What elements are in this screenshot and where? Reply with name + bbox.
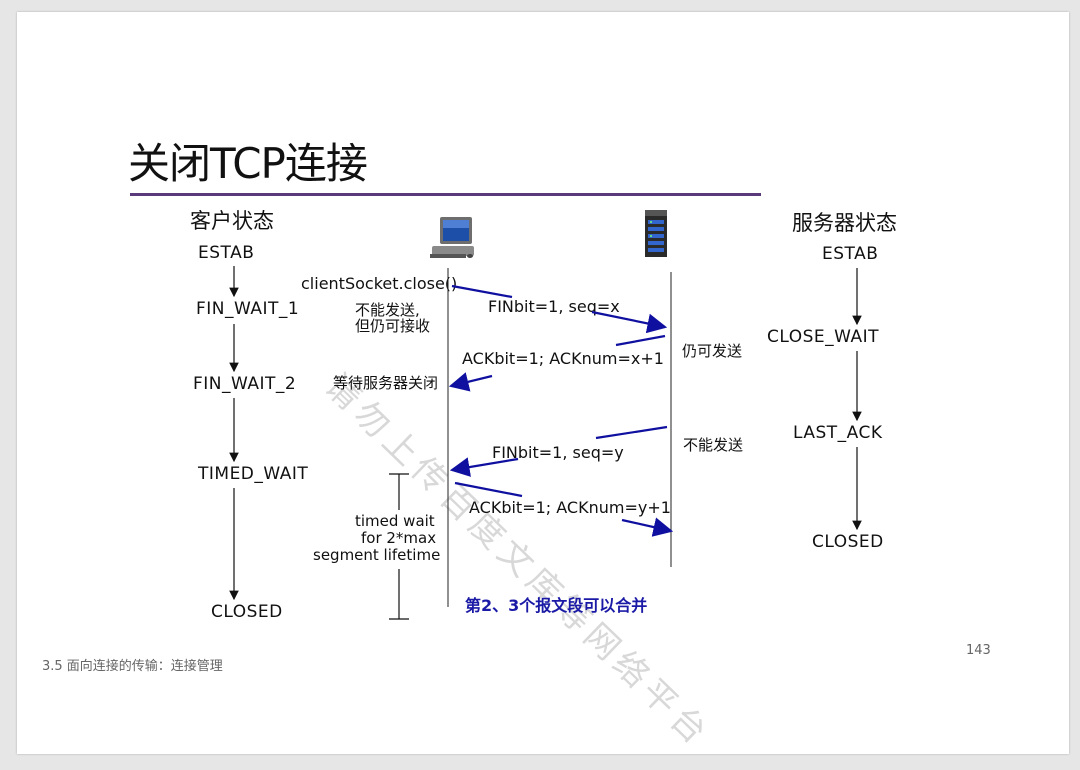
fin1-arrow [451,284,668,334]
desktop-computer-icon [430,217,474,258]
fin1-label: FINbit=1, seq=x [488,297,620,316]
fin2-arrow [449,425,668,477]
merge-note: 第2、3个报文段可以合并 [465,596,648,615]
ack1-arrow [448,334,666,392]
client-header: 客户状态 [190,209,274,233]
title-rule [130,193,761,196]
client-state-estab: ESTAB [198,243,255,263]
note-server-cannot-send: 不能发送 [683,436,744,454]
server-header: 服务器状态 [792,211,897,235]
client-state-timed-wait: TIMED_WAIT [198,464,309,484]
ack2-arrow [454,481,674,537]
client-state-closed: CLOSED [211,602,283,622]
note-cannot-send-2: 但仍可接收 [355,317,431,335]
footer-section: 3.5 面向连接的传输：连接管理 [42,659,223,674]
note-timed-wait-2: for 2*max [361,529,437,547]
page-number: 143 [966,643,991,658]
note-still-can-send: 仍可发送 [682,342,743,360]
page-title: 关闭TCP连接 [128,139,368,188]
ack1-label: ACKbit=1; ACKnum=x+1 [462,349,664,368]
timed-wait-bracket [389,473,409,620]
slide [17,12,1069,754]
server-state-close-wait: CLOSE_WAIT [767,327,880,347]
server-state-estab: ESTAB [822,244,879,264]
server-tower-icon [645,210,667,257]
client-close-call: clientSocket.close() [301,274,458,293]
fin2-label: FINbit=1, seq=y [492,443,624,462]
ack2-label: ACKbit=1; ACKnum=y+1 [469,498,671,517]
note-timed-wait-1: timed wait [355,512,435,530]
client-state-fin-wait-1: FIN_WAIT_1 [196,299,300,319]
note-cannot-send-1: 不能发送, [355,301,420,319]
client-state-fin-wait-2: FIN_WAIT_2 [193,374,297,394]
note-timed-wait-3: segment lifetime [313,546,441,564]
note-wait-server-close: 等待服务器关闭 [333,374,439,392]
server-state-closed: CLOSED [812,532,884,552]
server-state-last-ack: LAST_ACK [793,423,883,443]
